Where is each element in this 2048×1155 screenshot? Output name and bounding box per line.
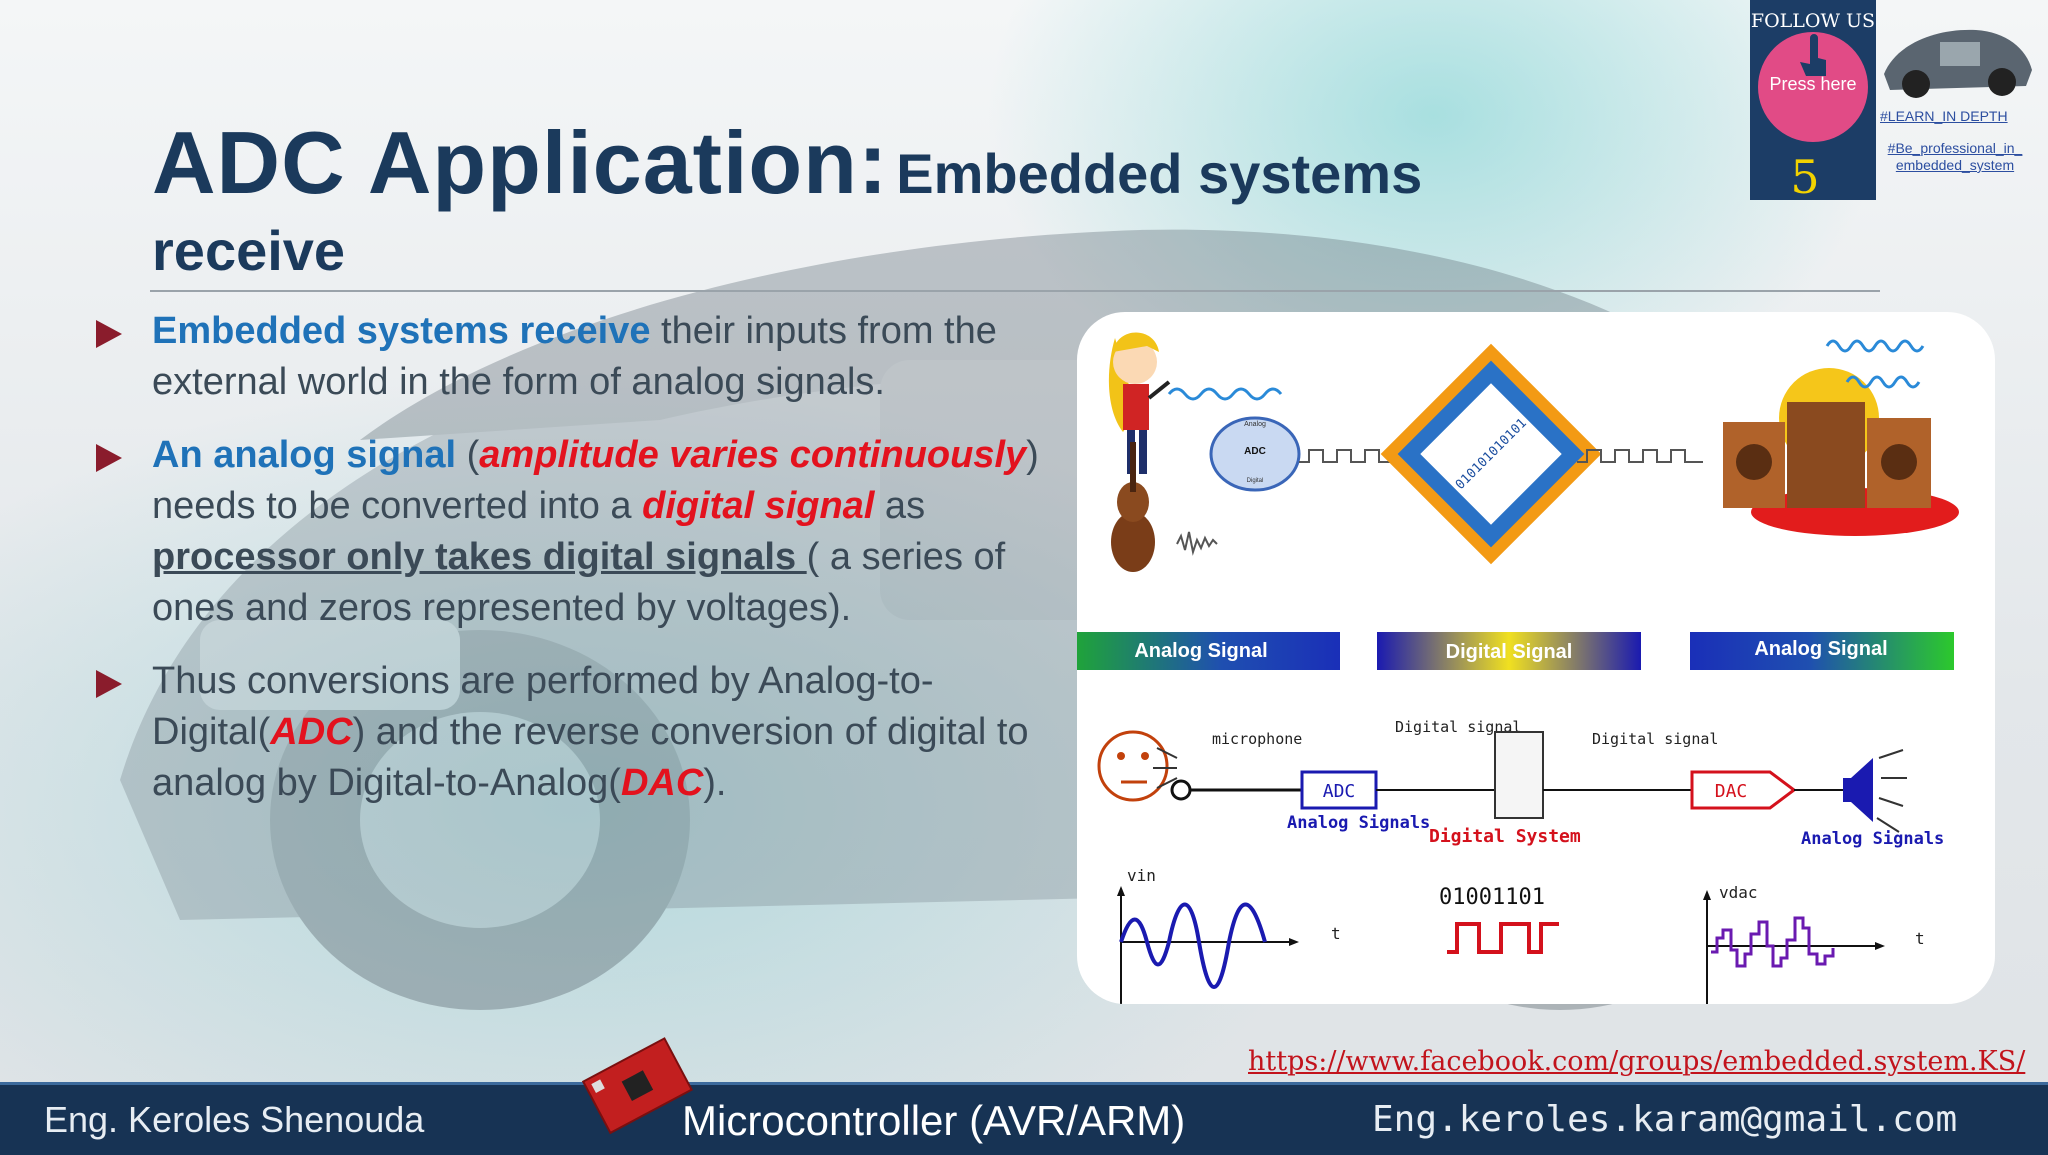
label-vdac: vdac	[1719, 883, 1758, 902]
bullet-text-segment: ) and the reverse conversion of digital …	[152, 711, 1029, 804]
pointing-hand-icon	[1800, 34, 1826, 76]
footer-course: Microcontroller (AVR/ARM)	[682, 1097, 1186, 1144]
microphone-icon	[1170, 779, 1192, 801]
bullet-arrow-icon	[96, 444, 122, 472]
bullet-text-segment: ADC	[270, 711, 353, 753]
follow-us-badge[interactable]: FOLLOW US Press here 5	[1750, 0, 1876, 204]
title-second-line: receive	[152, 219, 346, 282]
bullet-text-segment: processor only takes digital signals	[152, 536, 807, 578]
adc-device-bot: Digital	[1247, 478, 1264, 484]
bullet-text-segment: as	[874, 485, 926, 527]
facebook-group-link[interactable]: https://www.facebook.com/groups/embedded…	[1248, 1046, 2026, 1077]
bullet-text-segment: amplitude varies continuously	[479, 434, 1027, 476]
processor-chip-icon: 010101010101	[1380, 343, 1602, 565]
singer-figure	[1108, 332, 1171, 474]
footer-bar: Eng. Keroles Shenouda Microcontroller (A…	[0, 1037, 2048, 1155]
title-divider	[150, 290, 1880, 292]
hashtag-learn-in-depth[interactable]: #LEARN_IN DEPTH	[1880, 108, 2008, 124]
footer-author: Eng. Keroles Shenouda	[44, 1099, 425, 1140]
analog-wave-out-2	[1845, 375, 1921, 389]
face-icon	[1097, 730, 1169, 802]
footer-email: Eng.keroles.karam@gmail.com	[1372, 1099, 1958, 1140]
bullet-item: An analog signal (amplitude varies conti…	[96, 430, 1056, 634]
bullet-text-segment: ) needs to be converted into a	[152, 434, 1039, 527]
digital-waveform	[1447, 922, 1559, 954]
label-digital-system: Digital System	[1429, 826, 1581, 847]
vin-waveform	[1119, 902, 1267, 989]
label-t2: t	[1915, 929, 1925, 948]
bullet-list: Embedded systems receive their inputs fr…	[96, 306, 1056, 831]
bullet-text-segment: An analog signal	[152, 434, 457, 476]
bullet-text-segment: Thus conversions are performed by Analog…	[152, 660, 934, 753]
bullet-text-segment: (	[456, 434, 480, 476]
slide-number: 5	[1790, 150, 1820, 204]
dac-block	[1690, 770, 1797, 810]
press-here-label[interactable]: Press here	[1769, 74, 1857, 94]
bullet-item: Thus conversions are performed by Analog…	[96, 656, 1056, 809]
bar-label-3: Analog Signal	[1754, 638, 1887, 660]
label-adc: ADC	[1323, 781, 1356, 802]
label-microphone: microphone	[1212, 730, 1302, 748]
analog-wave-in	[1167, 387, 1283, 401]
digital-wave-out	[1577, 449, 1703, 463]
circuit-board-image	[581, 1037, 693, 1135]
bar-analog-signal-right	[1690, 632, 1954, 670]
label-analog-signals-right: Analog Signals	[1801, 829, 1944, 849]
label-analog-signals-left: Analog Signals	[1287, 813, 1430, 833]
analog-wave-out-1	[1825, 339, 1925, 353]
bar-analog-signal-left	[1077, 632, 1340, 670]
label-digital-signal-in: Digital signal	[1395, 718, 1521, 736]
bullet-item: Embedded systems receive their inputs fr…	[96, 306, 1056, 408]
bullet-text-segment: ).	[703, 762, 727, 804]
label-t1: t	[1331, 924, 1341, 943]
violin-icon	[1111, 442, 1155, 572]
label-vin: vin	[1127, 866, 1156, 885]
bullet-text-segment: their inputs from the external world in …	[152, 310, 997, 403]
violin-wave	[1176, 531, 1218, 556]
adc-device-top: Analog	[1244, 421, 1266, 428]
adc-device-mid: ADC	[1244, 446, 1266, 457]
adc-device-icon: Analog ADC Digital	[1209, 416, 1301, 492]
car-thumbnail-image	[1884, 29, 2032, 98]
bar-label-2: Digital Signal	[1446, 641, 1573, 663]
bar-digital-signal	[1377, 632, 1641, 670]
speaker-icon	[1843, 758, 1873, 822]
hashtag-be-professional[interactable]: #Be_professional_in_ embedded_system	[1887, 140, 2023, 173]
label-bits: 01001101	[1439, 885, 1545, 910]
computer-tower-icon	[1494, 731, 1544, 819]
bullet-text-segment: digital signal	[642, 485, 875, 527]
follow-label: FOLLOW US	[1750, 10, 1876, 32]
stereo-speakers-icon	[1723, 368, 1959, 536]
title-sub: Embedded systems	[896, 142, 1423, 205]
vdac-waveform	[1711, 916, 1835, 968]
bullet-text-segment: ( a series of ones and zeros represented…	[152, 536, 1006, 629]
sound-lines-left	[1153, 747, 1178, 789]
label-digital-signal-out: Digital signal	[1592, 730, 1718, 748]
bullet-arrow-icon	[96, 670, 122, 698]
title-main: ADC Application:	[152, 113, 889, 212]
sound-lines-right	[1876, 749, 1907, 833]
bullet-text-segment: Embedded systems receive	[152, 310, 651, 352]
slide-title: ADC Application:Embedded systems	[152, 112, 1422, 214]
adc-dac-diagram: Analog ADC Digital 010101010101	[1077, 312, 1995, 1004]
label-dac: DAC	[1715, 781, 1748, 802]
bar-label-1: Analog Signal	[1134, 640, 1267, 662]
bullet-arrow-icon	[96, 320, 122, 348]
diagram-graphics: Analog ADC Digital 010101010101	[1077, 332, 1959, 1004]
bullet-text-segment: DAC	[620, 762, 704, 804]
